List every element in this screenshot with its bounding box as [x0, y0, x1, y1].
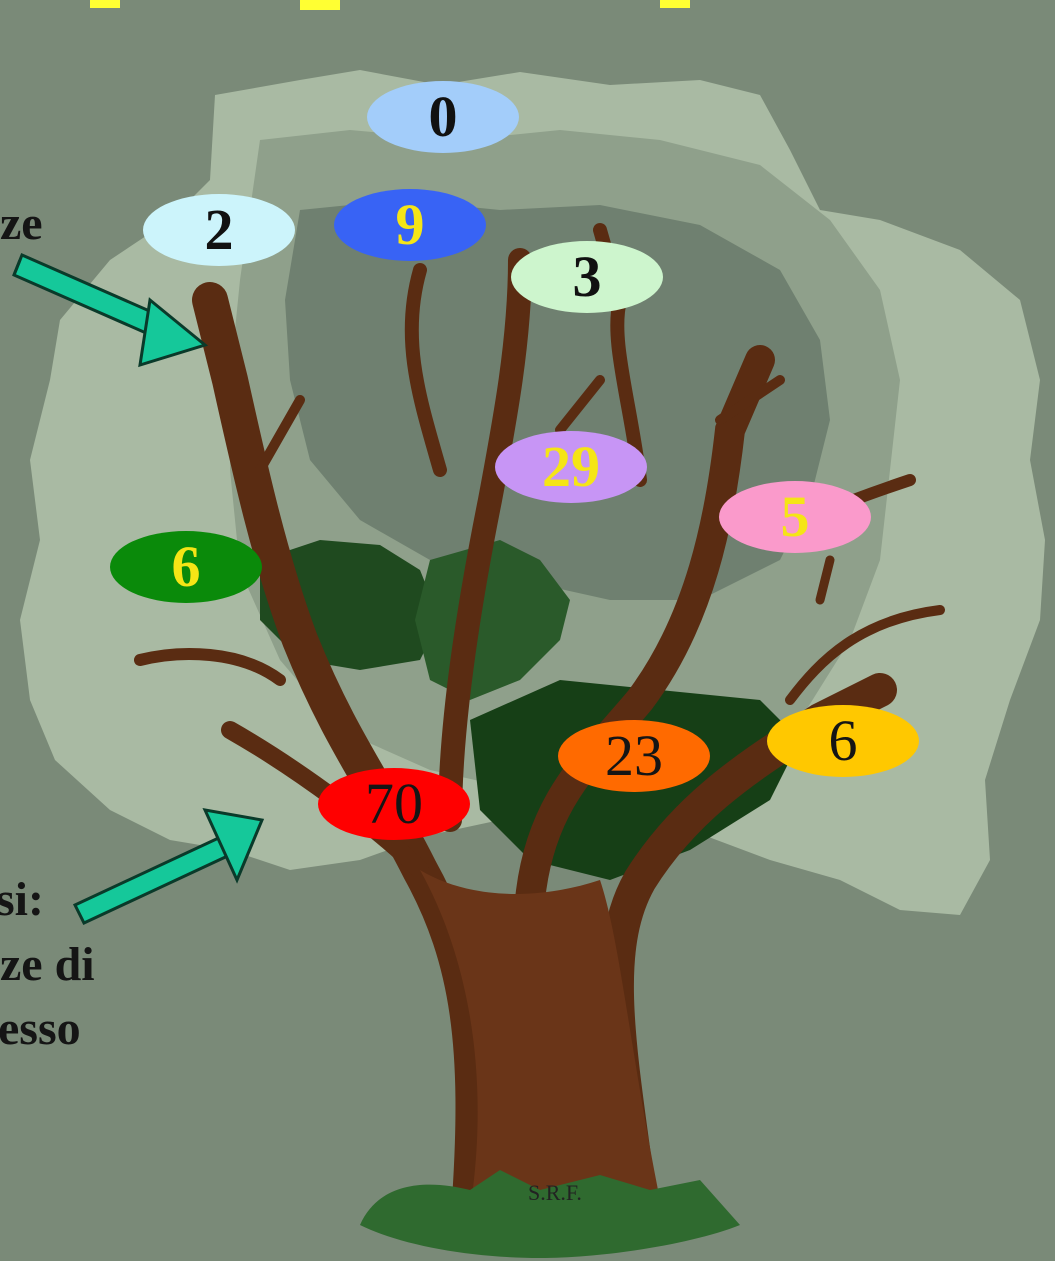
node-oval-6-right: 6 [767, 705, 919, 777]
node-oval-2: 2 [143, 194, 295, 266]
upper-arrow [12, 253, 209, 368]
side-text-bottom-3: esso [0, 1002, 81, 1055]
node-label: 6 [828, 708, 858, 773]
node-label: 6 [171, 534, 201, 599]
node-label: 9 [395, 192, 425, 257]
title-fragment [660, 0, 690, 8]
lower-arrow [72, 808, 265, 925]
node-oval-29: 29 [495, 431, 647, 503]
node-label: 23 [605, 723, 663, 788]
node-oval-5: 5 [719, 481, 871, 553]
node-oval-70: 70 [318, 768, 470, 840]
node-oval-0: 0 [367, 81, 519, 153]
node-label: 2 [204, 197, 234, 262]
node-label: 70 [365, 771, 423, 836]
grass [360, 1170, 740, 1258]
node-oval-23: 23 [558, 720, 710, 792]
title-fragment [300, 0, 340, 10]
node-oval-9: 9 [334, 189, 486, 261]
node-label: 0 [428, 84, 458, 149]
node-label: 5 [780, 484, 810, 549]
side-text-bottom-2: ze di [0, 938, 95, 991]
credit-text: S.R.F. [528, 1180, 582, 1205]
title-fragment [90, 0, 120, 8]
node-label: 3 [572, 244, 602, 309]
node-oval-3: 3 [511, 241, 663, 313]
side-text-bottom-1: si: [0, 873, 44, 926]
node-oval-6-left: 6 [110, 531, 262, 603]
side-text-top: ze [0, 197, 43, 250]
trunk-fill [420, 870, 660, 1210]
node-label: 29 [542, 434, 600, 499]
